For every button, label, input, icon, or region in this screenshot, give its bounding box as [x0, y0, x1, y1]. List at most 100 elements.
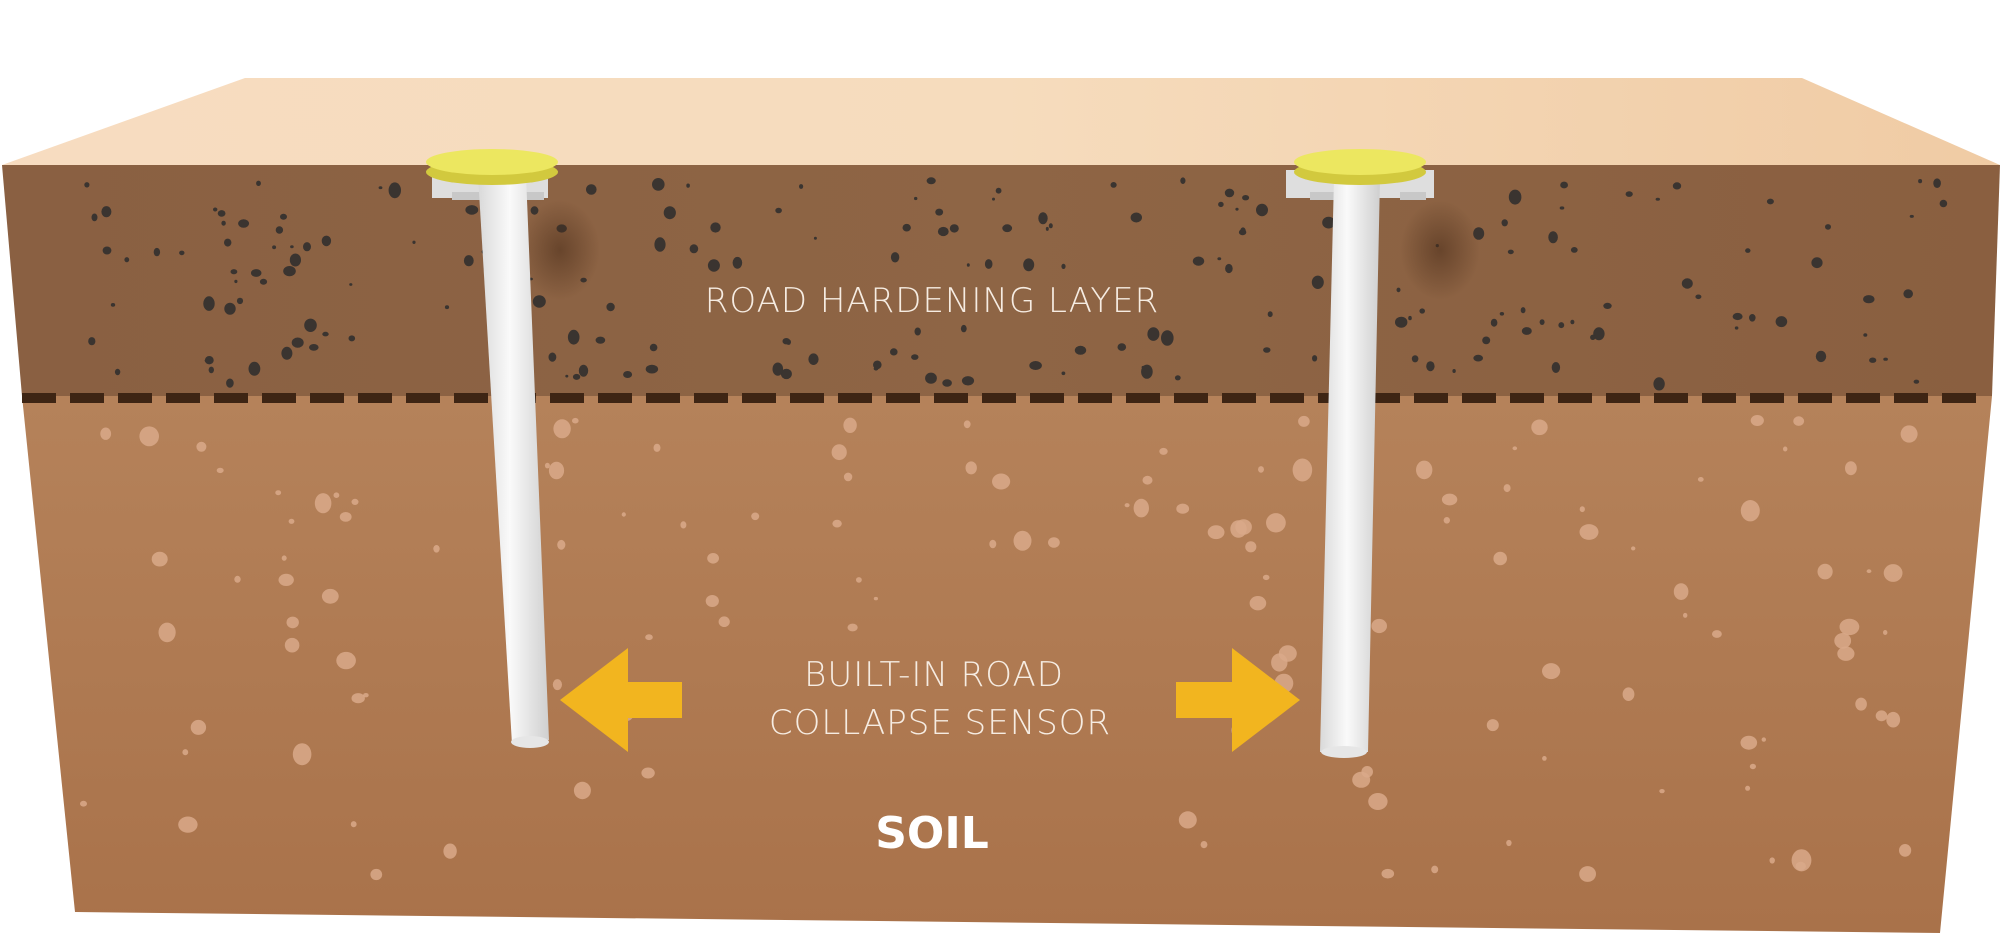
aggregate-speckle — [707, 259, 720, 272]
aggregate-speckle — [808, 353, 819, 366]
soil-label: SOIL — [875, 808, 989, 859]
aggregate-speckle — [213, 207, 218, 212]
aggregate-speckle — [101, 206, 112, 218]
soil-pebble — [831, 444, 847, 461]
aggregate-speckle — [1218, 201, 1224, 208]
soil-pebble — [234, 575, 241, 583]
aggregate-speckle — [1869, 357, 1877, 363]
soil-pebble — [1769, 857, 1775, 864]
aggregate-speckle — [1117, 343, 1127, 351]
aggregate-speckle — [412, 240, 416, 244]
aggregate-speckle — [114, 368, 121, 376]
aggregate-speckle — [1161, 330, 1174, 346]
soil-pebble — [1512, 446, 1518, 451]
soil-pebble — [873, 596, 879, 601]
aggregate-speckle — [1419, 308, 1425, 314]
aggregate-speckle — [226, 378, 234, 388]
aggregate-speckle — [248, 361, 261, 376]
soil-pebble — [707, 553, 719, 564]
aggregate-speckle — [649, 343, 658, 352]
aggregate-speckle — [926, 177, 936, 185]
aggregate-speckle — [204, 359, 209, 362]
aggregate-speckle — [1593, 327, 1605, 341]
soil-pebble — [1443, 517, 1451, 524]
soil-pebble — [1795, 861, 1806, 871]
aggregate-speckle — [1590, 334, 1596, 340]
soil-pebbles — [80, 415, 1918, 882]
soil-pebble — [286, 616, 299, 629]
aggregate-speckle — [663, 206, 676, 220]
soil-pebble — [1793, 416, 1805, 426]
soil-pebble — [705, 595, 719, 607]
aggregate-speckle — [1408, 315, 1412, 321]
soil-pebble — [1839, 618, 1860, 636]
aggregate-speckle — [1559, 206, 1565, 210]
soil-pebble — [339, 512, 352, 522]
aggregate-speckle — [1655, 197, 1661, 201]
soil-pebble — [1883, 564, 1903, 582]
aggregate-speckle — [595, 336, 606, 344]
soil-pebble — [370, 868, 383, 881]
soil-pebble — [139, 426, 159, 447]
aggregate-speckle — [280, 213, 287, 220]
soil-pebble — [284, 637, 300, 653]
aggregate-speckle — [710, 222, 721, 233]
aggregate-speckle — [322, 331, 329, 337]
aggregate-speckle — [572, 373, 581, 380]
soil-pebble — [1834, 633, 1852, 649]
soil-pebble — [1298, 415, 1310, 427]
aggregate-speckle — [966, 263, 970, 267]
soil-pebble — [363, 693, 369, 698]
soil-pebble — [856, 577, 862, 583]
aggregate-speckle — [110, 303, 116, 307]
aggregate-speckle — [275, 226, 284, 234]
soil-pebble — [1837, 646, 1855, 661]
aggregate-speckle — [1775, 316, 1788, 328]
aggregate-speckle — [565, 374, 569, 378]
aggregate-speckle — [304, 318, 317, 332]
soil-pebble — [553, 419, 571, 439]
aggregate-speckle — [1141, 364, 1153, 379]
aggregate-speckle — [124, 257, 130, 263]
aggregate-speckle — [1570, 247, 1578, 253]
aggregate-speckle — [102, 246, 112, 255]
soil-pebble — [1178, 811, 1197, 829]
aggregate-speckle — [1732, 312, 1743, 321]
soil-pebble — [1579, 524, 1599, 540]
soil-pebble — [158, 622, 176, 643]
soil-pebble — [1249, 596, 1267, 611]
aggregate-speckle — [1560, 181, 1568, 189]
aggregate-speckle — [775, 207, 782, 214]
aggregate-speckle — [1603, 302, 1612, 309]
aggregate-speckle — [1653, 377, 1665, 391]
aggregate-speckle — [1913, 379, 1920, 384]
aggregate-speckle — [1933, 178, 1941, 188]
aggregate-speckle — [567, 329, 580, 345]
soil-pebble — [351, 693, 365, 704]
soil-pebble — [843, 472, 853, 482]
aggregate-speckle — [208, 366, 214, 374]
soil-pebble — [1142, 475, 1153, 485]
soil-pebble — [989, 539, 997, 549]
soil-pebble — [1673, 583, 1689, 600]
aggregate-speckle — [230, 269, 238, 275]
soil-pebble — [1542, 756, 1547, 761]
sensor-probe-icon — [1286, 149, 1480, 758]
soil-pebble — [1262, 574, 1270, 581]
aggregate-speckle — [204, 356, 214, 365]
soil-pebble — [1503, 484, 1511, 493]
aggregate-speckle — [1863, 295, 1875, 304]
aggregate-speckle — [1192, 256, 1205, 266]
soil-pebble — [832, 519, 842, 528]
aggregate-speckle — [1499, 312, 1505, 316]
aggregate-speckle — [250, 269, 262, 277]
aggregate-speckle — [224, 238, 232, 247]
soil-pebble — [1371, 618, 1387, 634]
aggregate-speckle — [1180, 177, 1186, 184]
soil-pebble — [751, 512, 760, 521]
soil-pebble — [1506, 839, 1512, 847]
aggregate-speckle — [1225, 263, 1233, 274]
soil-pebble — [1048, 537, 1060, 548]
aggregate-speckle — [1238, 229, 1247, 236]
soil-pebble — [1745, 785, 1751, 791]
